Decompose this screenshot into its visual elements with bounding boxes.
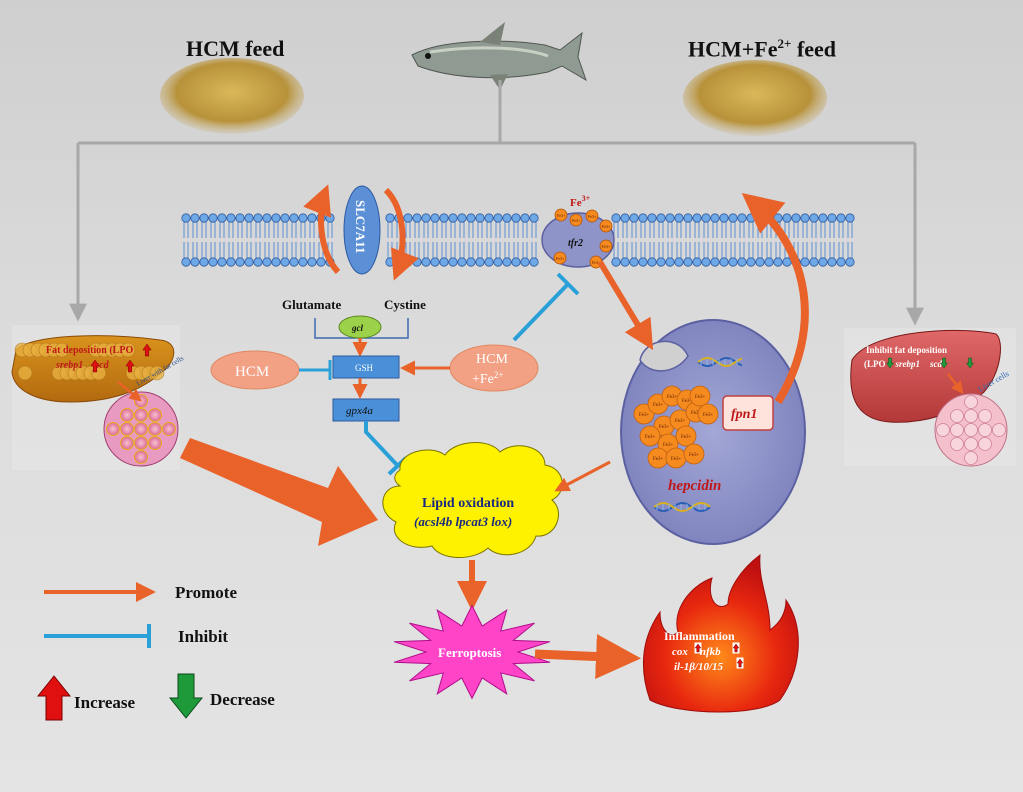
gsh-label: GSH [355, 363, 374, 373]
cystine-import-arrow [383, 187, 419, 281]
svg-text:Fe3+: Fe3+ [557, 213, 566, 218]
svg-text:Fe3+: Fe3+ [592, 260, 601, 265]
svg-text:Fe3+: Fe3+ [653, 403, 664, 408]
hcm-fe-label-line2: +Fe2+ [472, 370, 503, 387]
cell-iron-particles: Fe3+Fe3+Fe3+Fe3+Fe3+Fe3+Fe3+Fe3+Fe3+Fe3+… [633, 385, 756, 469]
hcm-inhibits-gsh [299, 360, 332, 380]
fatty-liver-line1: Fat deposition (LPO [46, 345, 133, 356]
svg-text:Fe3+: Fe3+ [682, 399, 693, 404]
glutamate-label: Glutamate [282, 297, 341, 312]
svg-text:Fe3+: Fe3+ [602, 244, 611, 249]
hcm-fe-feed-title: HCM+Fe2+ feed [688, 36, 837, 62]
legend-inhibit-label: Inhibit [178, 627, 228, 646]
feed-connectors [69, 80, 924, 326]
lipid-oxidation-genes: (acsl4b lpcat3 lox) [414, 514, 512, 529]
slc7a11-transporter [343, 185, 381, 275]
cell-membrane [181, 213, 855, 267]
svg-text:Fe3+: Fe3+ [691, 411, 702, 416]
hcm-fe-label-line1: HCM [476, 352, 508, 367]
svg-text:Fe3+: Fe3+ [689, 453, 700, 458]
gcl-label: gcl [351, 323, 363, 333]
hcm-fe-inhibits-tfr2 [512, 272, 580, 342]
legend-increase-label: Increase [74, 693, 136, 712]
legend: Promote Inhibit Increase Decrease [36, 582, 275, 721]
hcm-fe-feed-pile [683, 60, 827, 136]
inflammation-up-markers [694, 642, 744, 669]
svg-text:Fe3+: Fe3+ [645, 435, 656, 440]
legend-decrease-label: Decrease [210, 690, 275, 709]
liver-to-cells-arrow-right [947, 373, 964, 394]
svg-text:Fe3+: Fe3+ [703, 413, 714, 418]
tfr2-iron-particles: Fe3+ Fe3+ Fe3+ Fe3+ Fe3+ Fe3+ Fe3+ [553, 208, 613, 269]
fatty-liver-up-arrows [90, 343, 152, 373]
hcm-feed-pile [160, 58, 304, 134]
inflammation-genes-2: il-1β/10/15 [674, 661, 724, 673]
legend-promote-label: Promote [175, 583, 237, 602]
liver-to-cells-arrow-left [117, 381, 142, 402]
legend-increase-arrow [36, 675, 72, 721]
lipid-oxidation-cloud [382, 442, 563, 559]
svg-text:Fe3+: Fe3+ [653, 457, 664, 462]
svg-text:Fe3+: Fe3+ [588, 214, 597, 219]
svg-text:Fe3+: Fe3+ [572, 218, 581, 223]
tfr2-label: tfr2 [568, 238, 583, 249]
cell-to-lipid-arrow [554, 460, 611, 492]
lipid-oxidation-title: Lipid oxidation [422, 496, 514, 511]
svg-text:Fe3+: Fe3+ [671, 457, 682, 462]
inflammation-title: Inflammation [664, 629, 735, 643]
fpn1-box [722, 395, 774, 431]
svg-text:Fe3+: Fe3+ [663, 443, 674, 448]
fpn1-label: fpn1 [731, 407, 757, 422]
svg-text:Fe3+: Fe3+ [556, 256, 565, 261]
svg-text:Fe3+: Fe3+ [675, 419, 686, 424]
svg-text:Fe3+: Fe3+ [659, 425, 670, 430]
fpn1-export-arrow [741, 192, 809, 405]
svg-text:Fe3+: Fe3+ [639, 413, 650, 418]
svg-text:Fe3+: Fe3+ [602, 224, 611, 229]
ferroptosis-star [393, 604, 551, 700]
hepcidin-label: hepcidin [668, 478, 721, 494]
svg-text:Fe3+: Fe3+ [695, 395, 706, 400]
liver-cells [936, 395, 1006, 465]
inflammation-fire [642, 553, 799, 713]
gsh-box [332, 355, 400, 379]
hcm-feed-title: HCM feed [186, 36, 285, 61]
cystine-label: Cystine [384, 297, 426, 312]
fish-icon [411, 22, 587, 90]
svg-text:Fe3+: Fe3+ [681, 435, 692, 440]
fat-cells [106, 394, 176, 464]
slc7a11-label: SLC7A11 [353, 200, 368, 253]
tfr2-to-cell-arrow [597, 260, 654, 351]
healthy-liver-down-arrows [886, 357, 974, 369]
legend-decrease-arrow [168, 673, 204, 719]
ferroptosis-label: Ferroptosis [438, 645, 501, 660]
liver-to-lipid-arrow [180, 438, 378, 546]
hcm-label: HCM [235, 364, 269, 380]
glutamate-export-arrow [303, 184, 341, 275]
ferroptosis-to-inflammation-arrow [534, 634, 641, 679]
svg-text:Fe3+: Fe3+ [667, 395, 678, 400]
healthy-liver-line1: Inhibit fat deposition [866, 345, 947, 355]
gpx4a-label: gpx4a [346, 405, 373, 417]
fe3-label: Fe3+ [570, 194, 591, 209]
